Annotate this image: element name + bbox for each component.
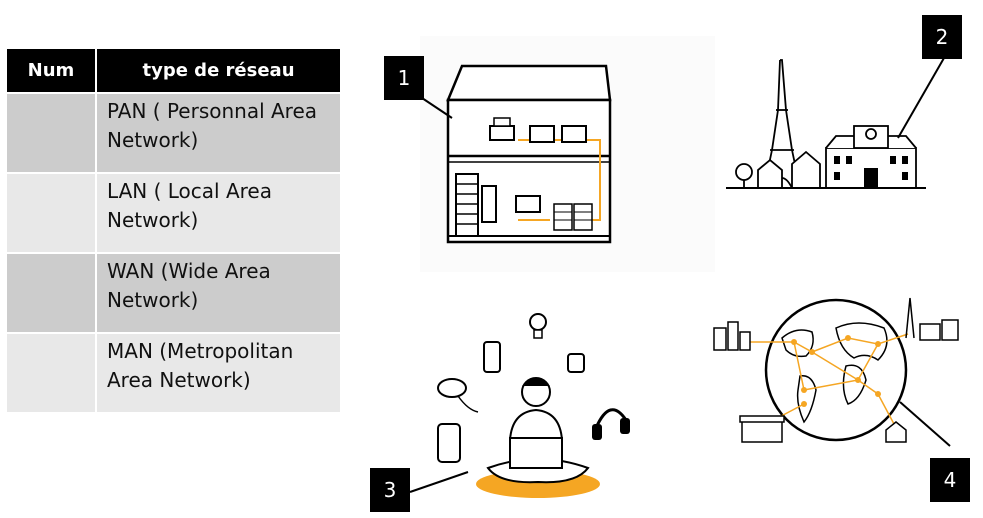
house-network-icon [420, 36, 715, 272]
connector-line-3 [409, 471, 469, 493]
badge-2: 2 [922, 15, 962, 59]
personal-devices-icon [437, 313, 630, 498]
header-num: Num [7, 49, 97, 94]
badge-1: 1 [384, 56, 424, 100]
header-type: type de réseau [97, 49, 340, 94]
type-line: Network) [107, 208, 199, 232]
connector-line-4 [899, 401, 951, 447]
paris-city-icon [726, 59, 926, 189]
num-cell [7, 254, 97, 334]
connector-line-2 [897, 57, 945, 139]
connector-line-1 [421, 97, 453, 119]
badge-3: 3 [370, 468, 410, 512]
globe-network-icon [713, 297, 959, 443]
type-line: PAN ( Personnal Area [107, 99, 318, 123]
type-line: MAN (Metropolitan [107, 339, 294, 363]
num-cell [7, 334, 97, 414]
num-cell [7, 174, 97, 254]
type-line: Area Network) [107, 368, 251, 392]
table-header-row: Num type de réseau [7, 49, 340, 94]
type-line: Network) [107, 288, 199, 312]
type-line: Network) [107, 128, 199, 152]
badge-4: 4 [930, 458, 970, 502]
type-line: LAN ( Local Area [107, 179, 272, 203]
type-line: WAN (Wide Area [107, 259, 271, 283]
num-cell [7, 94, 97, 174]
